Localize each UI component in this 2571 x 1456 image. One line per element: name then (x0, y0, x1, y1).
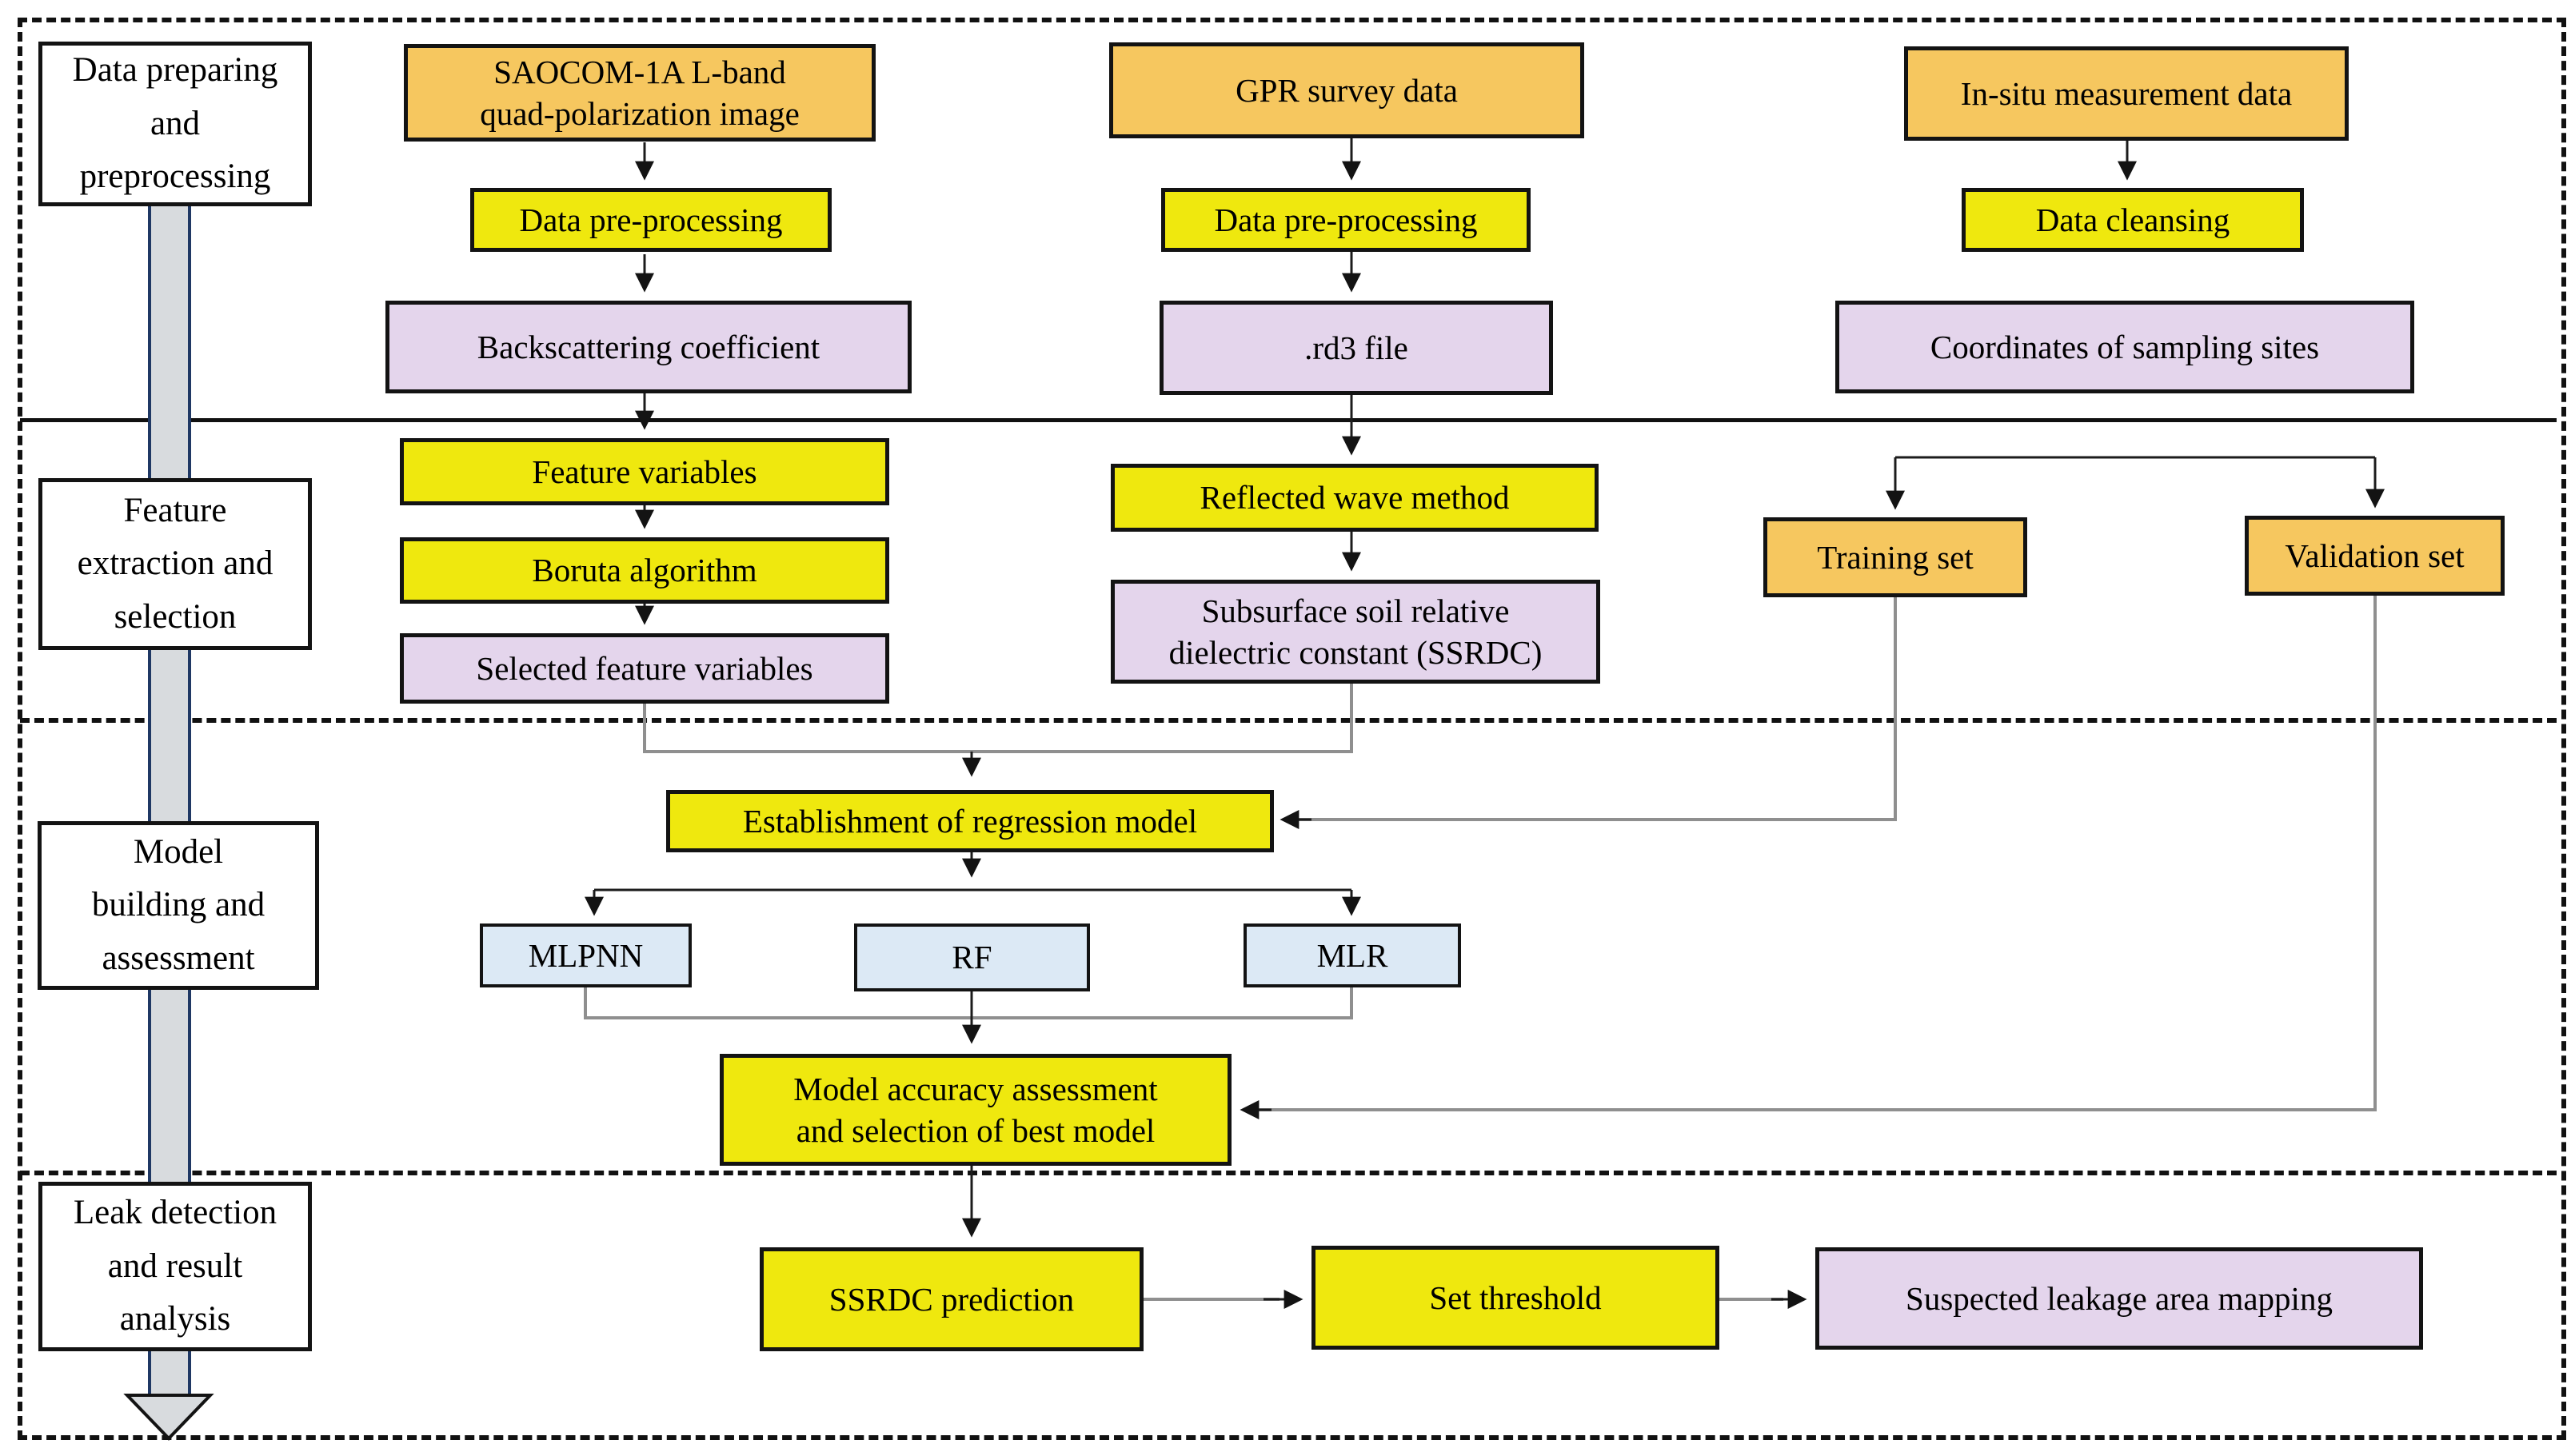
separator-solid-band1 (20, 418, 2557, 422)
box-ssrdc-prediction: SSRDC prediction (760, 1247, 1144, 1351)
box-data-cleansing: Data cleansing (1962, 188, 2304, 252)
phase-label-data-preparing: Data preparing and preprocessing (38, 42, 312, 206)
box-selected-feature-variables: Selected feature variables (400, 633, 889, 704)
box-data-preprocessing-sar: Data pre-processing (470, 188, 832, 252)
phase-label-feature-selection: Feature extraction and selection (38, 478, 312, 650)
box-data-preprocessing-gpr: Data pre-processing (1161, 188, 1531, 252)
box-mlr-model: MLR (1244, 923, 1461, 987)
box-rf-model: RF (854, 923, 1090, 991)
box-reflected-wave-method: Reflected wave method (1111, 464, 1599, 532)
box-gpr-survey-data: GPR survey data (1109, 42, 1584, 138)
box-rd3-file: .rd3 file (1160, 301, 1553, 395)
box-set-threshold: Set threshold (1311, 1246, 1719, 1350)
box-feature-variables: Feature variables (400, 438, 889, 505)
box-boruta-algorithm: Boruta algorithm (400, 537, 889, 604)
box-ssrdc: Subsurface soil relative dielectric cons… (1111, 580, 1600, 684)
box-coordinates-sampling-sites: Coordinates of sampling sites (1835, 301, 2414, 393)
phase-label-leak-detection: Leak detection and result analysis (38, 1182, 312, 1351)
box-suspected-leakage-mapping: Suspected leakage area mapping (1815, 1247, 2423, 1350)
separator-dashed-band2 (20, 718, 2557, 723)
outer-dashed-border (18, 18, 2566, 1440)
phase-label-model-building: Model building and assessment (38, 821, 319, 990)
box-validation-set: Validation set (2245, 516, 2505, 596)
box-model-accuracy-assessment: Model accuracy assessment and selection … (720, 1054, 1232, 1166)
box-mlpnn-model: MLPNN (480, 923, 692, 987)
box-saocom-image: SAOCOM-1A L-band quad-polarization image (404, 44, 876, 142)
separator-dashed-band3 (20, 1171, 2557, 1175)
box-backscattering-coefficient: Backscattering coefficient (385, 301, 912, 393)
box-training-set: Training set (1763, 517, 2027, 597)
box-establishment-regression-model: Establishment of regression model (666, 790, 1274, 852)
phase-flow-arrow-head (123, 1394, 214, 1441)
box-insitu-measurement-data: In-situ measurement data (1904, 46, 2349, 141)
